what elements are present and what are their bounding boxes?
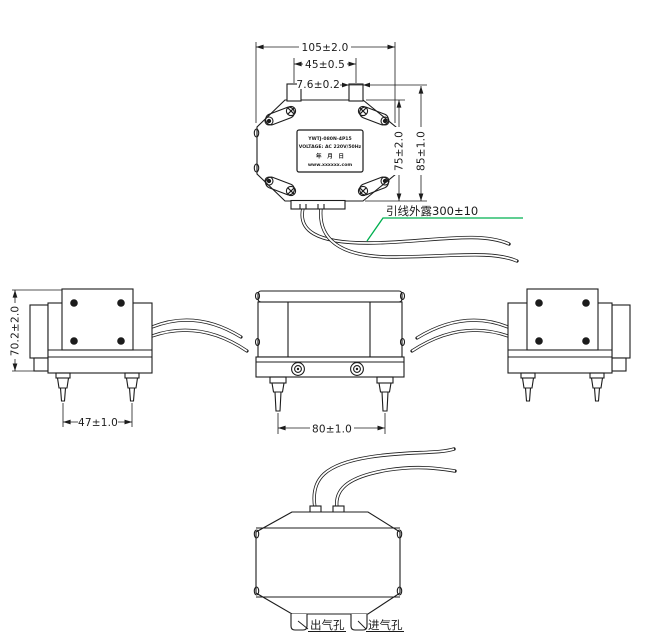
- outlet-label-group: 出气孔: [297, 618, 346, 632]
- side-right-foot-tab: [611, 357, 627, 372]
- nameplate-voltage: VOLTAGE: AC 220V/50Hz: [299, 144, 362, 150]
- front-screw-right: [350, 362, 364, 376]
- mounting-slot-bottom-left: [264, 176, 297, 197]
- front-body: [257, 301, 403, 358]
- dim-75: 75±2.0: [365, 99, 427, 202]
- mounting-slot-top-left: [264, 105, 297, 126]
- side-left-wires: [150, 318, 249, 353]
- dim-85-text: 85±1.0: [416, 131, 428, 171]
- side-left-back-block: [29, 304, 49, 359]
- side-view-right: [410, 288, 631, 402]
- side-left-nozzles: [55, 372, 140, 402]
- mounting-slot-top-right: [357, 105, 390, 126]
- dim-47-text: 47±1.0: [78, 417, 118, 429]
- side-view-left: 70.2±2.0 47±1.0: [9, 288, 249, 429]
- wire-length-note-text: 引线外露300±10: [386, 204, 478, 218]
- front-screw-left: [291, 362, 305, 376]
- dim-85: 85±1.0: [415, 86, 428, 201]
- top-view-right-tab: [348, 83, 364, 102]
- dim-45: 45±0.5: [293, 58, 357, 83]
- dim-105: 105±2.0: [255, 41, 396, 123]
- bottom-view-body-outline: [255, 511, 401, 615]
- dim-70-2: 70.2±2.0: [9, 289, 62, 372]
- nameplate-date: 年 月 日: [316, 152, 344, 160]
- nameplate-model: YWTJ-080N-4P15: [307, 136, 351, 142]
- mounting-slot-bottom-right: [357, 176, 390, 197]
- inlet-label-text: 进气孔: [368, 618, 403, 632]
- side-left-foot-tab: [33, 357, 49, 372]
- side-right-back-block: [611, 304, 631, 359]
- top-view: YWTJ-080N-4P15 VOLTAGE: AC 220V/50Hz 年 月…: [253, 41, 523, 263]
- outlet-label-text: 出气孔: [310, 618, 345, 632]
- top-view-wires: [300, 206, 519, 263]
- dim-80: 80±1.0: [277, 413, 386, 436]
- nameplate-website: www.xxxxxx.com: [308, 163, 353, 168]
- side-right-wires: [410, 318, 510, 353]
- wire-length-annotation: 引线外露300±10: [366, 204, 523, 242]
- front-base-band: [255, 356, 405, 378]
- bottom-view-wires: [312, 447, 457, 510]
- front-nozzles: [269, 376, 394, 412]
- dim-70-2-text: 70.2±2.0: [10, 306, 22, 356]
- dim-80-text: 80±1.0: [312, 424, 352, 436]
- dim-75-text: 75±2.0: [394, 131, 406, 171]
- front-view: 80±1.0: [254, 290, 406, 436]
- nameplate: YWTJ-080N-4P15 VOLTAGE: AC 220V/50Hz 年 月…: [296, 129, 364, 173]
- dim-7-6-text: 7.6±0.2: [296, 79, 340, 91]
- front-top-cap: [257, 290, 403, 303]
- side-right-nozzles: [520, 372, 605, 402]
- bottom-view: 出气孔 进气孔: [253, 447, 457, 632]
- dim-7-6: 7.6±0.2: [296, 78, 427, 91]
- inlet-label-group: 进气孔: [357, 618, 404, 632]
- dim-45-text: 45±0.5: [305, 59, 345, 71]
- dim-47: 47±1.0: [62, 403, 133, 429]
- dim-105-text: 105±2.0: [302, 42, 349, 54]
